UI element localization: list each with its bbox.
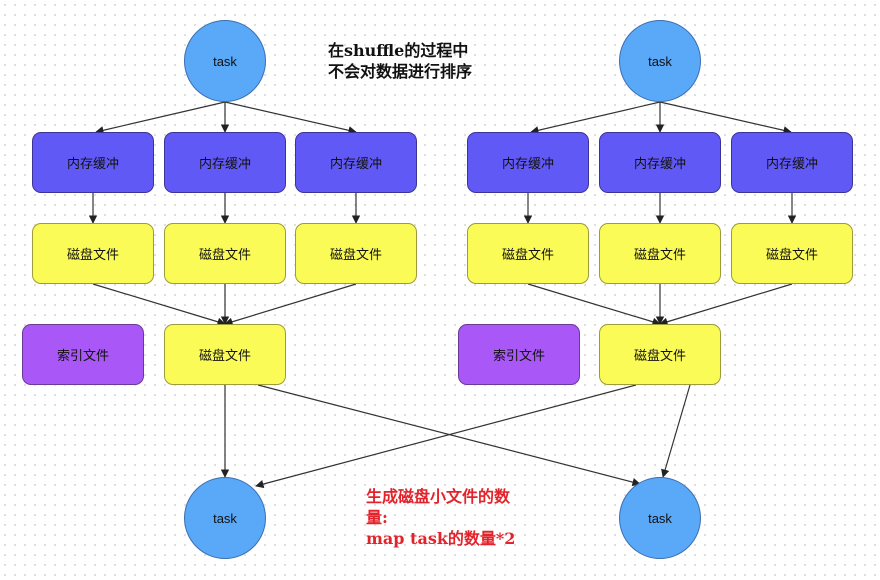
bottom-left-task-node: task — [184, 477, 266, 559]
right-disk-node-2: 磁盘文件 — [599, 223, 721, 284]
file-count-note: 生成磁盘小文件的数 量: map task的数量*2 — [366, 486, 556, 549]
left-merged-disk-node: 磁盘文件 — [164, 324, 286, 385]
left-buffer-node-2: 内存缓冲 — [164, 132, 286, 193]
edge-right-task-buffer-1 — [530, 101, 661, 135]
right-buffer-node-3: 内存缓冲 — [731, 132, 853, 193]
file-count-note-line-3: map task的数量*2 — [366, 529, 516, 548]
edge-right-merged-task-right — [661, 384, 691, 478]
edge-right-merged-task-left — [255, 384, 637, 489]
left-disk-node-3: 磁盘文件 — [295, 223, 417, 284]
right-index-file-node: 索引文件 — [458, 324, 580, 385]
right-disk-node-3: 磁盘文件 — [731, 223, 853, 284]
right-buffer-node-2: 内存缓冲 — [599, 132, 721, 193]
edge-right-task-buffer-3 — [659, 101, 792, 135]
left-index-file-node: 索引文件 — [22, 324, 144, 385]
shuffle-note-line-1: 在shuffle的过程中 — [328, 41, 469, 60]
left-disk-node-2: 磁盘文件 — [164, 223, 286, 284]
bottom-right-task-node: task — [619, 477, 701, 559]
left-disk-node-1: 磁盘文件 — [32, 223, 154, 284]
shuffle-note-line-2: 不会对数据进行排序 — [328, 62, 473, 81]
edge-right-disk3-merged — [659, 283, 793, 326]
edge-left-task-buffer-3 — [224, 101, 357, 135]
file-count-note-line-2: 量: — [366, 508, 388, 527]
edge-right-disk1-merged — [527, 283, 661, 326]
shuffle-note: 在shuffle的过程中 不会对数据进行排序 — [328, 40, 472, 82]
right-disk-node-1: 磁盘文件 — [467, 223, 589, 284]
file-count-note-line-1: 生成磁盘小文件的数 — [366, 487, 511, 506]
edge-left-disk1-merged — [92, 283, 226, 326]
edge-left-task-buffer-1 — [95, 101, 226, 135]
right-top-task-node: task — [619, 20, 701, 102]
right-merged-disk-node: 磁盘文件 — [599, 324, 721, 385]
right-buffer-node-1: 内存缓冲 — [467, 132, 589, 193]
left-buffer-node-1: 内存缓冲 — [32, 132, 154, 193]
left-buffer-node-3: 内存缓冲 — [295, 132, 417, 193]
edge-left-disk3-merged — [224, 283, 357, 326]
left-top-task-node: task — [184, 20, 266, 102]
